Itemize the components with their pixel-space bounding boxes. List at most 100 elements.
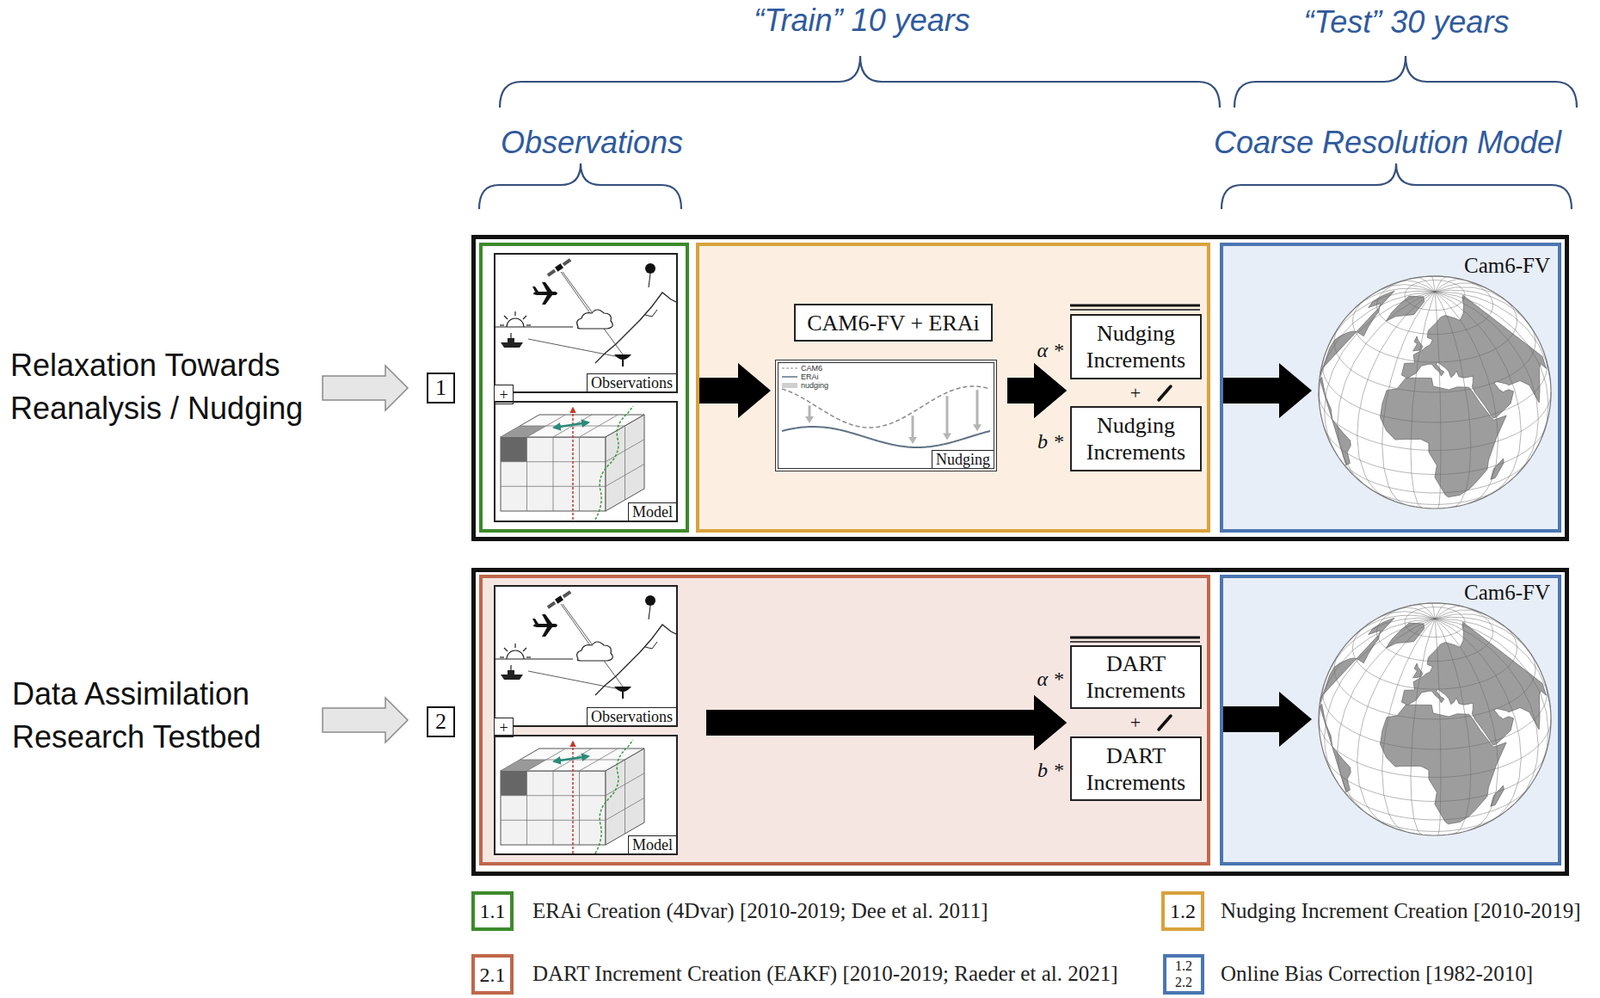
flow-arrow xyxy=(1007,363,1067,419)
nudging-arrow xyxy=(972,424,982,431)
model-label-box: CAM6-FV + ERAi xyxy=(793,303,993,342)
panel-ground xyxy=(1219,574,1562,866)
model-grid-illustration xyxy=(500,739,645,854)
nudging-arrow xyxy=(976,389,979,425)
operator-label: + xyxy=(1130,712,1141,733)
observations-box: Observations xyxy=(493,252,678,394)
period-label: “Test” 30 years xyxy=(1304,5,1510,40)
or-slash xyxy=(1158,386,1171,730)
group-label: Observations xyxy=(500,125,684,160)
panel-ground xyxy=(479,242,690,533)
box-ground xyxy=(493,400,678,523)
legend-swatch xyxy=(1161,891,1205,931)
node-text: DART Increments xyxy=(1075,650,1197,704)
box-label: Nudging xyxy=(931,449,994,468)
panel-ground xyxy=(479,574,1211,866)
group-label: Coarse Resolution Model xyxy=(1213,125,1562,160)
box-label: Observations xyxy=(586,373,677,392)
node-text: Cam6-FV xyxy=(1462,254,1552,277)
box-label: Model xyxy=(627,502,677,521)
flow-arrow xyxy=(1007,363,1067,419)
globe-ground xyxy=(1318,603,1551,836)
coefficient-label: α * xyxy=(1036,338,1064,363)
continent xyxy=(1385,295,1424,321)
legend-swatch xyxy=(1163,953,1205,995)
node-text: Nudging Increments xyxy=(1075,320,1197,374)
node-text: 2 xyxy=(435,709,447,734)
flow-arrow xyxy=(1222,363,1312,419)
period-label: “Train” 10 years xyxy=(753,3,970,38)
model-curve xyxy=(781,386,991,428)
reanalysis-curve xyxy=(781,426,991,448)
curly-brace xyxy=(479,55,1577,210)
legend-swatch xyxy=(471,953,514,995)
nudging-arrow xyxy=(808,405,812,418)
legend-sample xyxy=(781,375,798,378)
node-text: Nudging Increments xyxy=(1075,412,1197,466)
legend-text: nudging xyxy=(800,381,829,390)
increment-box: DART Increments xyxy=(1070,645,1202,709)
nudging-arrow xyxy=(911,415,915,438)
dart-panel: Observations+ModelDART IncrementsDART In… xyxy=(479,574,1211,866)
box-label: Observations xyxy=(586,707,677,726)
box-ground xyxy=(493,584,678,727)
model-box: Model xyxy=(493,400,678,523)
panel-ground xyxy=(1219,242,1562,533)
legend-sample xyxy=(781,367,798,369)
input-arrow xyxy=(322,365,408,411)
flow-arrow xyxy=(706,695,1067,751)
observations-illustration xyxy=(493,257,678,367)
legend-text: CAM6 xyxy=(800,363,823,373)
coefficient-label: α * xyxy=(1036,666,1064,691)
increment-box: DART Increments xyxy=(1070,736,1202,801)
flow-arrow xyxy=(699,363,771,419)
legend-text: Online Bias Correction [1982-2010] xyxy=(1220,961,1533,986)
overline xyxy=(1070,305,1200,642)
reanalysis-panel: Observations + Model xyxy=(479,242,690,533)
legend-swatch xyxy=(471,891,514,931)
globe-outline xyxy=(1318,276,1551,509)
legend-number: 1.2 xyxy=(1169,899,1196,923)
globe: Cam6-FV xyxy=(1318,603,1551,836)
nudging-curves xyxy=(781,368,991,448)
box-ground xyxy=(493,252,678,394)
plus-box: + xyxy=(493,717,514,738)
globe: Cam6-FV xyxy=(1318,276,1551,509)
nudging-arrow xyxy=(805,416,814,424)
flow-arrow xyxy=(1222,691,1312,747)
nudging-arrow xyxy=(946,395,949,434)
box-label: Model xyxy=(627,835,677,854)
step-number-box: 2 xyxy=(426,706,456,738)
node-text: DART Increments xyxy=(1075,742,1197,796)
legend-text: Nudging Increment Creation [2010-2019] xyxy=(1220,898,1582,924)
node-text: + xyxy=(498,720,508,736)
increment-box: Nudging Increments xyxy=(1070,313,1202,380)
nudging-arrow xyxy=(942,432,952,440)
grid-lines xyxy=(1318,603,1551,836)
step-number-box: 1 xyxy=(426,372,456,404)
row-frame: Observations+ModelDART IncrementsDART In… xyxy=(471,567,1570,876)
operator-label: + xyxy=(1130,382,1141,404)
observations-illustration xyxy=(493,589,678,699)
input-arrow xyxy=(322,697,408,743)
increment-box: Nudging Increments xyxy=(1070,406,1202,472)
plus-box: + xyxy=(493,384,514,405)
legend-number: 1.1 xyxy=(480,899,506,923)
panel-ground xyxy=(695,242,1211,533)
model-panel: Cam6-FV xyxy=(1219,242,1562,533)
flow-arrow xyxy=(706,695,1067,751)
node-text: + xyxy=(498,387,508,403)
method-label: Data Assimilation Research Testbed xyxy=(12,672,324,759)
node-text: Cam6-FV xyxy=(1462,581,1552,604)
model-box: Model xyxy=(493,734,678,856)
box-ground xyxy=(775,359,997,472)
grid-lines xyxy=(1318,276,1551,509)
legend-number: 2.1 xyxy=(480,963,506,986)
legend-text: ERAi Creation (4Dvar) [2010-2019; Dee et… xyxy=(532,898,988,924)
coefficient-label: b * xyxy=(1037,429,1064,454)
globe-illustration xyxy=(1318,603,1551,836)
legend-number: 1.2 xyxy=(1175,958,1193,974)
